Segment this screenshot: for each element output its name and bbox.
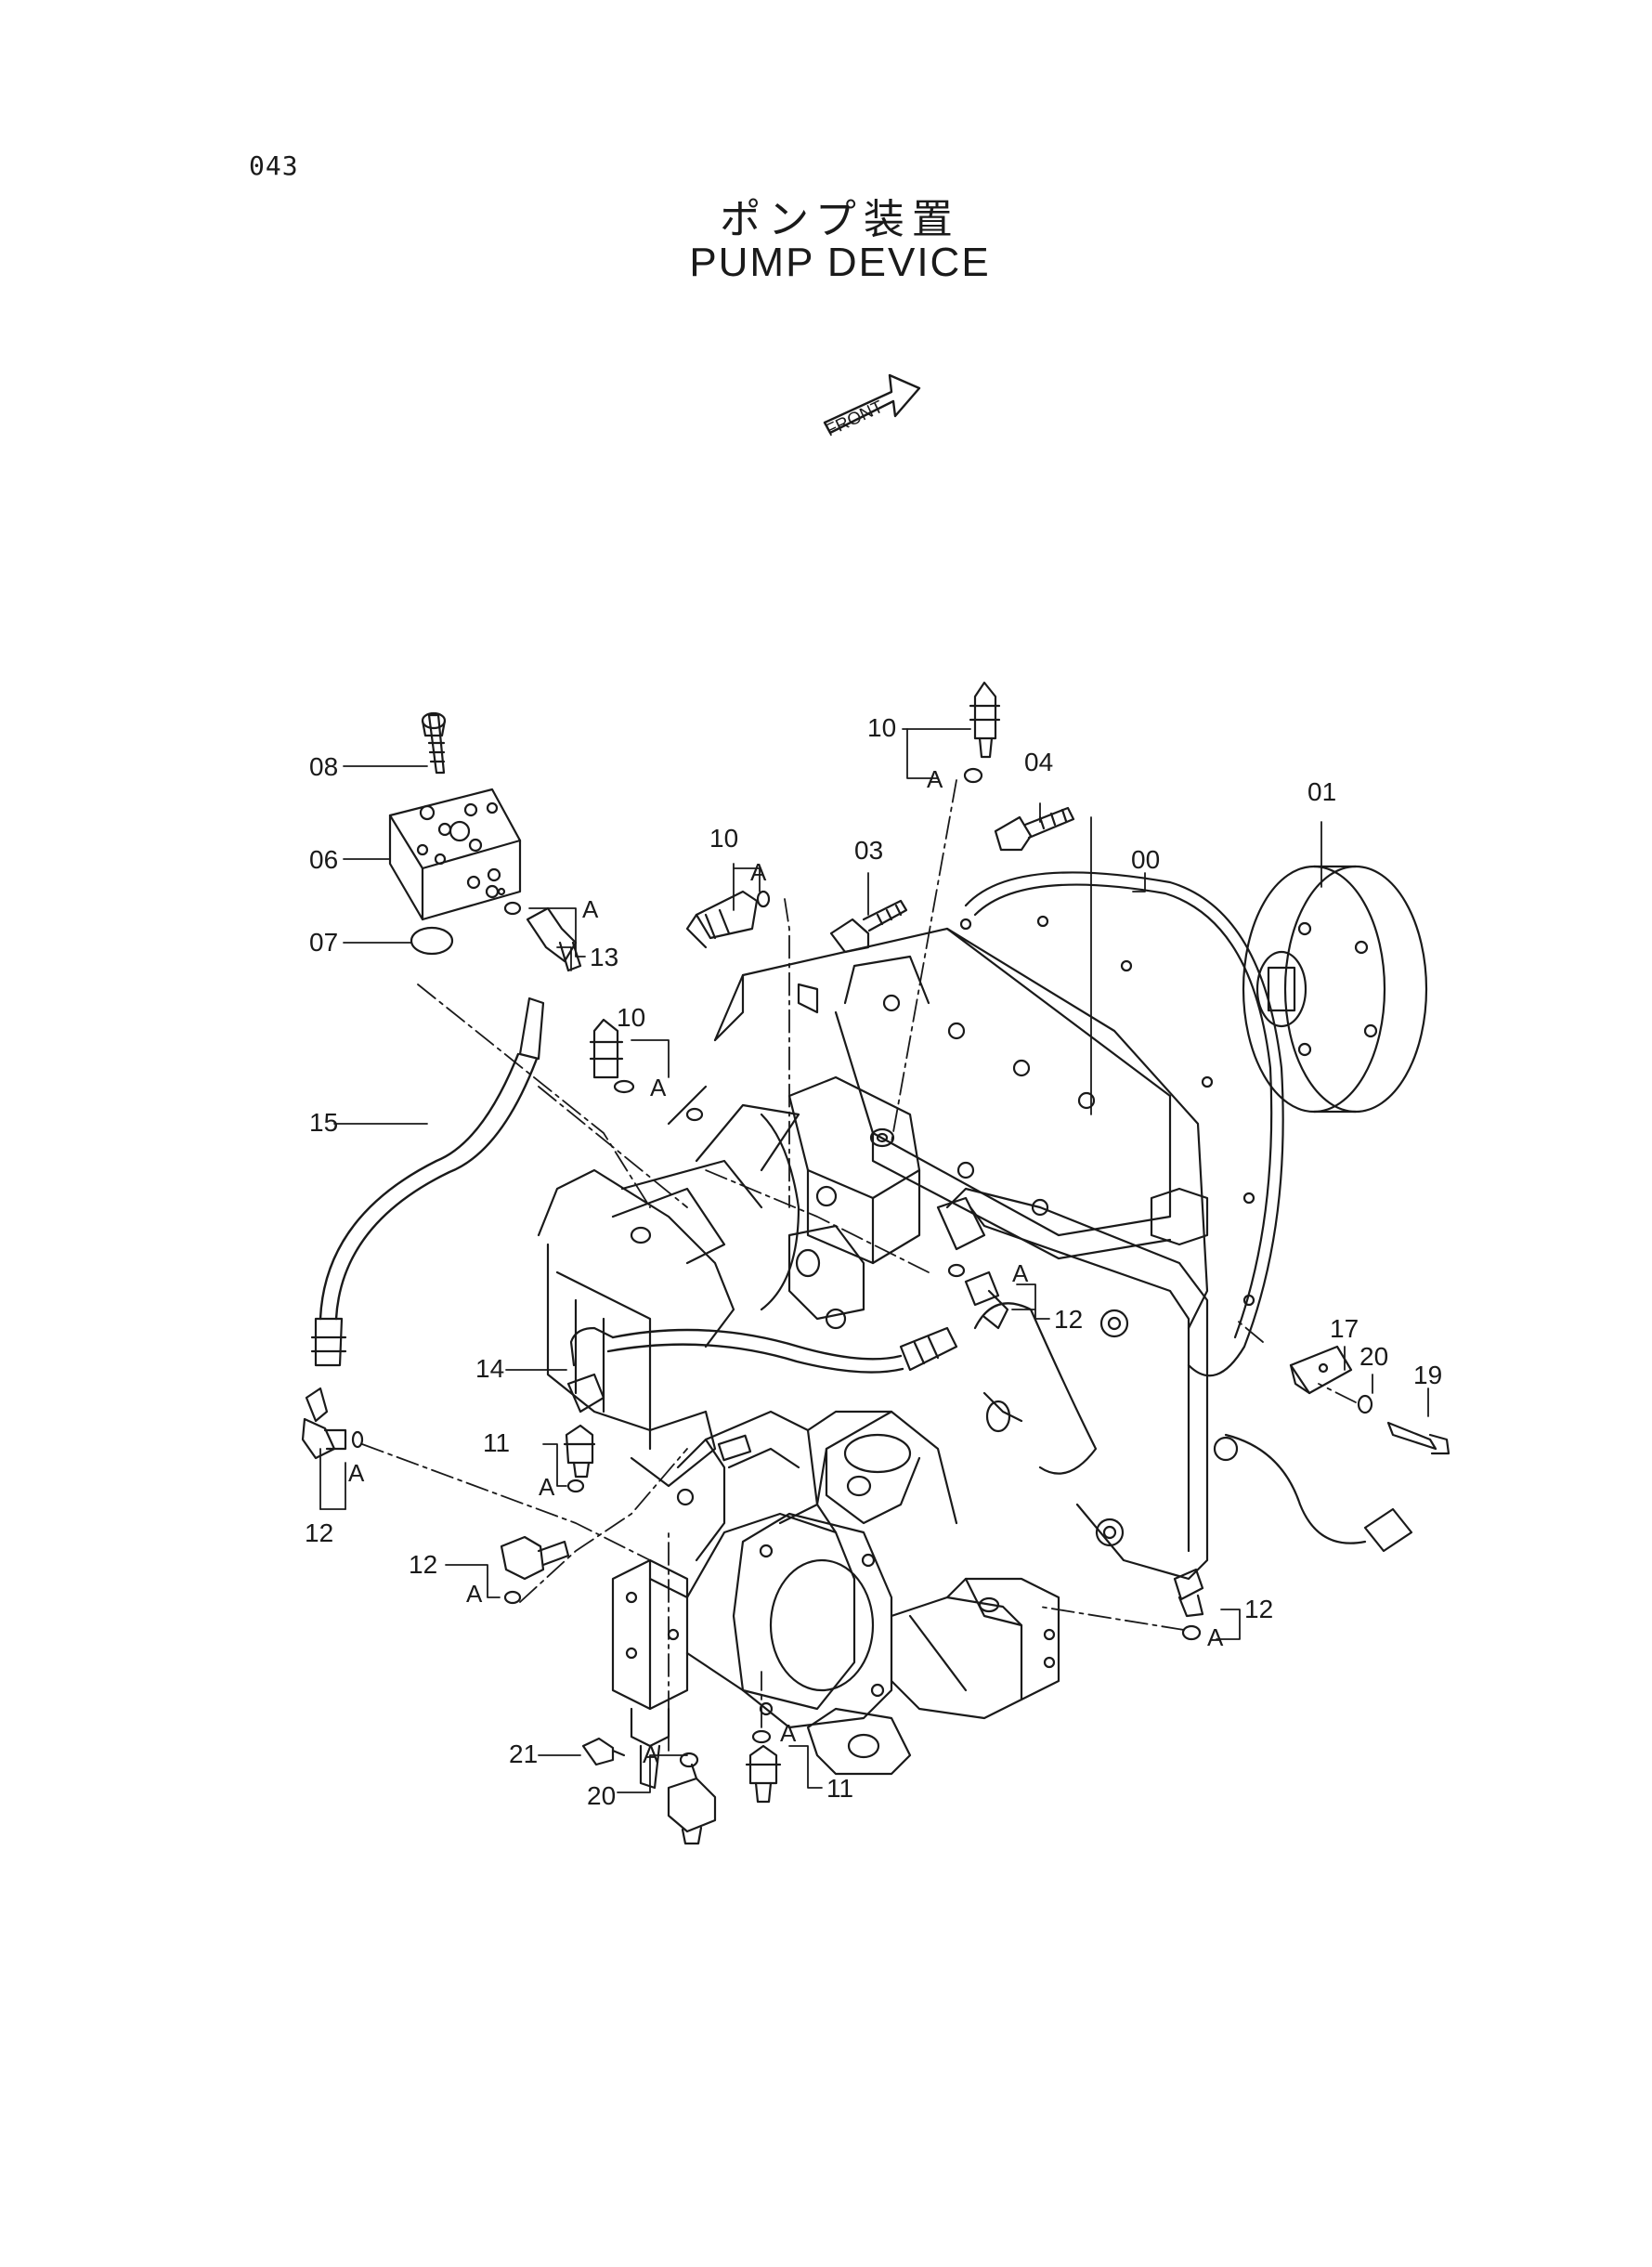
part-14-elbow (566, 1326, 615, 1414)
part-21-plug (581, 1737, 626, 1766)
pilot-hose (606, 1326, 958, 1374)
oring-marker: A (1012, 1259, 1029, 1287)
page-number: 043 (249, 150, 299, 181)
part-11-oring-bottom (751, 1729, 772, 1744)
part-15-hose (310, 997, 545, 1367)
label-21: 21 (509, 1739, 538, 1768)
coupling-disc-part (1242, 865, 1428, 1114)
label-20-bottom: 20 (587, 1781, 616, 1810)
part-12-oring-upper (947, 1263, 966, 1278)
label-08: 08 (309, 752, 338, 781)
part-12-elbow-left (301, 1387, 347, 1460)
part-12-elbow-upper (964, 1270, 1009, 1330)
label-12-right-upper: 12 (1054, 1305, 1083, 1334)
part-08-socket-bolt (421, 711, 447, 775)
part-07-oring (410, 926, 454, 956)
part-10-fitting-top (969, 681, 1001, 759)
sensor-harness (1224, 1433, 1413, 1553)
label-10-top: 10 (867, 713, 896, 742)
label-03: 03 (854, 836, 883, 865)
part-03-bolt (829, 899, 908, 954)
part-10-fitting-left (589, 1018, 624, 1079)
label-06: 06 (309, 845, 338, 874)
part-number-labels: 00 01 03 04 06 07 08 10 10 10 11 11 12 1… (305, 713, 1442, 1810)
oring-marker: A (750, 858, 767, 886)
oring-marker: A (539, 1473, 555, 1501)
page-title-english: PUMP DEVICE (689, 240, 991, 285)
label-12-center: 12 (409, 1550, 437, 1579)
front-direction-arrow: FRONT (823, 373, 921, 441)
main-pump-front (611, 1410, 1060, 1790)
part-12-oring-left (351, 1430, 364, 1449)
part-10-fitting-mid (685, 890, 759, 949)
page-title-japanese: ポンプ装置 (720, 196, 960, 243)
label-04: 04 (1024, 748, 1053, 776)
part-12-elbow-right (1173, 1568, 1204, 1618)
label-19: 19 (1413, 1361, 1442, 1389)
part-19-bolt (1386, 1421, 1450, 1455)
part-20-sensor-bottom (667, 1763, 717, 1845)
oring-marker: A (582, 895, 599, 923)
oring-marker: A (927, 765, 943, 793)
label-01: 01 (1307, 777, 1336, 806)
part-11-oring-left (566, 1479, 585, 1493)
part-20-oring-bottom (679, 1752, 699, 1768)
label-12-right-lower: 12 (1244, 1595, 1273, 1623)
label-00: 00 (1131, 845, 1160, 874)
part-10-oring-left (613, 1079, 635, 1094)
part-13-elbow-fitting (503, 901, 582, 972)
part-04-bolt (994, 806, 1075, 852)
oring-marker: A (348, 1459, 365, 1487)
regulator-housing (537, 1085, 800, 1488)
part-17-bracket (1289, 1345, 1353, 1395)
oring-marker: A (466, 1580, 483, 1608)
label-20-right: 20 (1359, 1342, 1388, 1371)
label-15: 15 (309, 1108, 338, 1137)
label-07: 07 (309, 928, 338, 957)
oring-marker: A (650, 1074, 667, 1101)
label-17: 17 (1330, 1314, 1359, 1343)
leader-lines (319, 728, 1429, 1793)
oring-marker: A (643, 1740, 659, 1768)
label-11-bottom: 11 (826, 1774, 853, 1803)
part-10-oring-mid (756, 890, 771, 908)
part-12-oring-right (1181, 1624, 1202, 1641)
label-10-left: 10 (617, 1003, 645, 1032)
valve-block (787, 1075, 986, 1330)
part-10-oring-top (963, 767, 983, 784)
oring-marker: A (780, 1719, 797, 1747)
oring-marker: A (1207, 1623, 1224, 1651)
front-arrow-label: FRONT (823, 397, 887, 441)
label-11-left: 11 (483, 1428, 510, 1457)
label-14: 14 (475, 1354, 504, 1383)
part-20-washer-right (1357, 1394, 1373, 1414)
pump-housing-body (713, 871, 1284, 1581)
part-11-fitting-left (563, 1424, 596, 1479)
oring-markers: A A A A A A A A A A A (348, 765, 1224, 1768)
label-12-left: 12 (305, 1518, 333, 1547)
part-06-block (388, 788, 522, 921)
part-11-fitting-bottom (745, 1744, 782, 1804)
part-12-oring-center (503, 1590, 522, 1605)
label-13: 13 (590, 943, 618, 971)
part-12-elbow-center (500, 1535, 570, 1581)
label-10-mid: 10 (709, 824, 738, 853)
